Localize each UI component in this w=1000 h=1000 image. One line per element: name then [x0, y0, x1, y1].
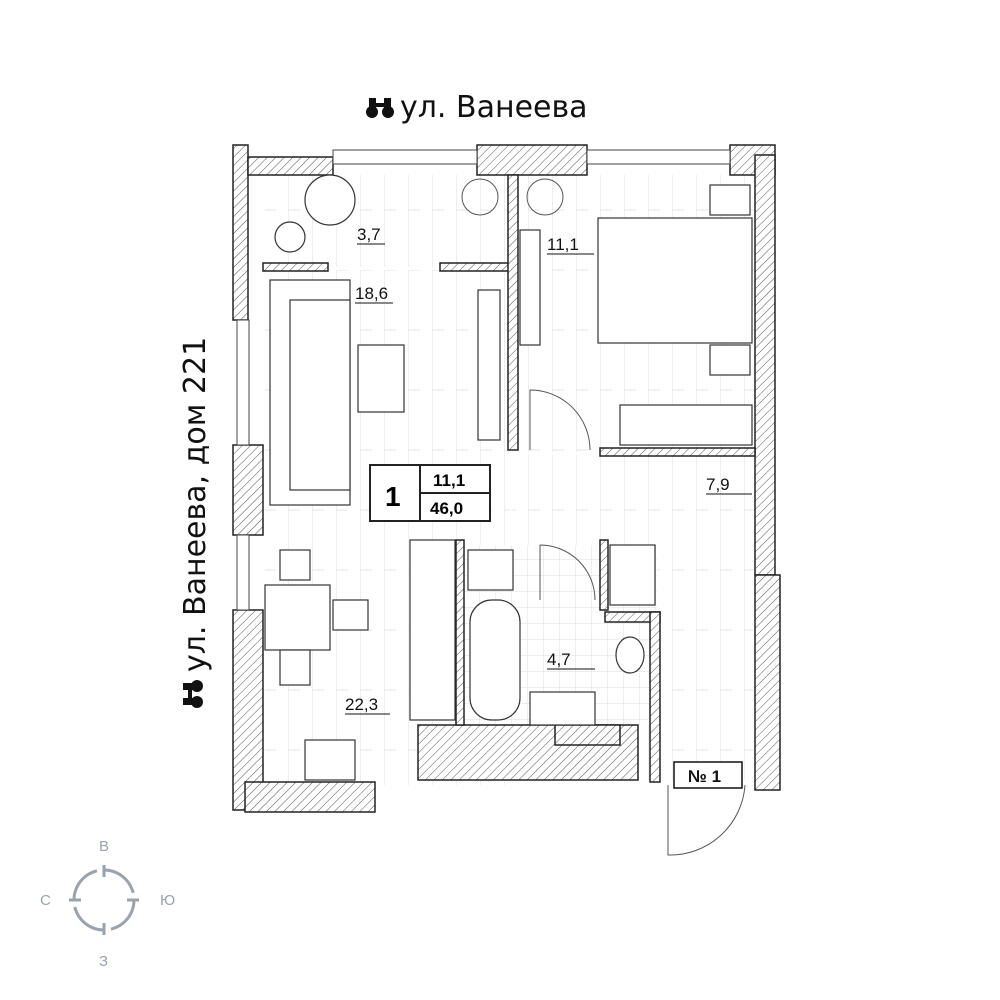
dining-table — [264, 584, 331, 651]
sink — [529, 691, 596, 726]
bed — [597, 217, 753, 344]
summary-living-area: 11,1 — [433, 471, 465, 490]
stove — [304, 739, 356, 781]
kitchen-counter — [409, 539, 456, 721]
walls — [232, 144, 781, 813]
bedroom-area: 11,1 — [547, 235, 579, 254]
windows — [236, 149, 731, 611]
bathroom-area: 4,7 — [547, 650, 571, 669]
summary-total-area: 46,0 — [430, 499, 463, 518]
dresser — [619, 404, 753, 446]
bathtub — [469, 599, 521, 721]
rooms-count: 1 — [385, 481, 401, 512]
compass-east: Ю — [160, 892, 175, 909]
furniture — [264, 174, 753, 856]
living-area: 18,6 — [355, 284, 388, 303]
room-labels: 3,7 18,6 11,1 7,9 4,7 22,3 № 1 — [345, 225, 752, 789]
balcony-floor — [265, 175, 512, 267]
washer — [609, 544, 656, 606]
street-top: ул. Ванеева — [400, 90, 588, 125]
compass: В С Ю З — [40, 838, 175, 970]
kitchen-area: 22,3 — [345, 695, 378, 714]
hall-area: 7,9 — [706, 475, 730, 494]
tv-stand — [477, 289, 501, 441]
binoculars-icon — [183, 680, 203, 708]
summary-box: 1 11,1 46,0 — [369, 464, 491, 522]
street-left: ул. Ванеева, дом 221 — [178, 337, 213, 672]
compass-north: В — [99, 838, 109, 855]
toilet — [615, 636, 645, 674]
balcony-area: 3,7 — [357, 225, 381, 244]
coffee-table — [357, 344, 405, 413]
compass-west: С — [40, 892, 51, 909]
compass-south: З — [99, 953, 108, 970]
entrance-label: № 1 — [688, 767, 721, 786]
binoculars-icon — [366, 98, 394, 118]
wardrobe — [519, 229, 541, 346]
